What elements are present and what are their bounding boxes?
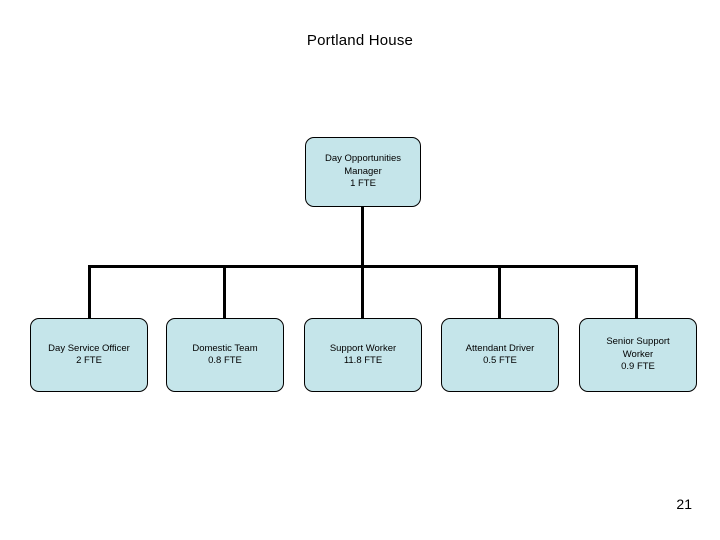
connector-drop-1 xyxy=(88,265,91,318)
org-node-senior-support-worker-label: Senior Support Worker 0.9 FTE xyxy=(606,336,670,373)
org-node-manager-label: Day Opportunities Manager 1 FTE xyxy=(324,153,402,190)
org-node-support-worker-label: Support Worker 11.8 FTE xyxy=(329,342,397,367)
connector-drop-5 xyxy=(635,265,638,318)
org-node-attendant-driver[interactable]: Attendant Driver 0.5 FTE xyxy=(441,318,559,392)
org-node-senior-support-worker[interactable]: Senior Support Worker 0.9 FTE xyxy=(579,318,697,392)
org-node-manager[interactable]: Day Opportunities Manager 1 FTE xyxy=(305,137,421,207)
org-node-domestic-team-label: Domestic Team 0.8 FTE xyxy=(192,342,258,367)
org-node-domestic-team[interactable]: Domestic Team 0.8 FTE xyxy=(166,318,284,392)
connector-drop-2 xyxy=(223,265,226,318)
org-node-support-worker[interactable]: Support Worker 11.8 FTE xyxy=(304,318,422,392)
org-node-day-service-officer[interactable]: Day Service Officer 2 FTE xyxy=(30,318,148,392)
org-node-attendant-driver-label: Attendant Driver 0.5 FTE xyxy=(465,342,535,367)
connector-drop-3 xyxy=(361,265,364,318)
org-node-day-service-officer-label: Day Service Officer 2 FTE xyxy=(48,342,130,367)
connector-drop-4 xyxy=(498,265,501,318)
page-title: Portland House xyxy=(306,32,414,49)
connector-root-stem xyxy=(361,207,364,267)
page-number: 21 xyxy=(676,496,692,512)
